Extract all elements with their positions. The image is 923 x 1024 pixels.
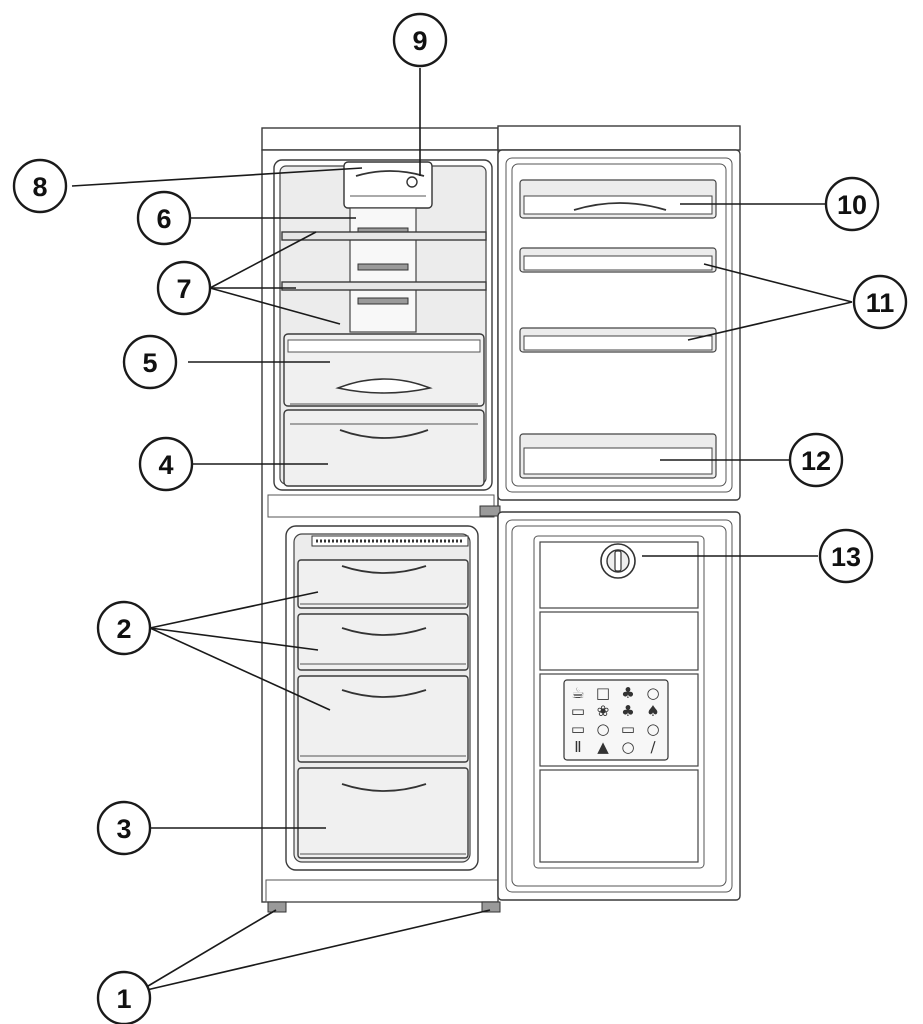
callout-10: 10	[824, 176, 880, 232]
food-pictogram-icon: ○	[621, 738, 634, 756]
fridge-compartment	[273, 159, 493, 491]
food-pictogram-icon: ♣	[621, 702, 634, 720]
callout-number-1: 1	[116, 984, 131, 1014]
food-pictogram-icon: ☕	[571, 684, 584, 702]
food-pictogram-icon: ○	[646, 684, 659, 702]
door-balcony-bottle	[519, 433, 717, 479]
callout-number-13: 13	[831, 542, 861, 572]
food-pictogram-icon: ♣	[621, 684, 634, 702]
freezer-drawer-1	[297, 559, 469, 609]
callout-8: 8	[12, 158, 68, 214]
callout-number-10: 10	[837, 190, 867, 220]
callout-1: 1	[96, 970, 152, 1024]
food-pictogram-icon: ▭	[621, 720, 635, 738]
fridge-door	[497, 125, 741, 501]
glass-shelves	[281, 231, 487, 291]
door-balcony-middle-2	[519, 327, 717, 353]
callout-5: 5	[122, 334, 178, 390]
callout-circle-4	[138, 436, 194, 492]
callout-circle-11	[852, 274, 908, 330]
callout-circle-13	[818, 528, 874, 584]
callout-number-11: 11	[866, 288, 895, 318]
callout-circle-7	[156, 260, 212, 316]
callout-11: 11	[852, 274, 908, 330]
leader-1a	[137, 909, 277, 993]
leader-8	[71, 167, 363, 187]
callout-12: 12	[788, 432, 844, 488]
food-pictogram-icon: ❀	[597, 702, 610, 720]
callout-number-8: 8	[32, 172, 47, 202]
food-pictogram-icon: ∕	[650, 738, 656, 756]
callout-6: 6	[136, 190, 192, 246]
light-switch	[406, 176, 418, 188]
freezer-drawer-3	[297, 675, 469, 763]
callout-9: 9	[392, 12, 448, 68]
callout-number-4: 4	[158, 450, 173, 480]
callout-number-7: 7	[176, 274, 191, 304]
door-balcony-middle-1	[519, 247, 717, 273]
food-pictogram-icon: ▭	[571, 702, 585, 720]
food-pictogram-icon: ○	[646, 720, 659, 738]
food-pictogram-icon: ♠	[646, 702, 659, 720]
callout-circle-10	[824, 176, 880, 232]
leader-7c	[209, 287, 341, 325]
freezer-compartment	[285, 525, 479, 871]
freezer-door-panel-4	[539, 769, 699, 863]
foot-left	[267, 901, 287, 913]
callout-number-3: 3	[116, 814, 131, 844]
middle-hinge	[479, 505, 501, 517]
callout-circle-5	[122, 334, 178, 390]
leader-2a	[149, 591, 319, 629]
leader-2c	[149, 627, 331, 711]
food-pictogram-icon: □	[596, 684, 610, 702]
callout-circle-3	[96, 800, 152, 856]
callout-circle-6	[136, 190, 192, 246]
food-pictogram-icon: ○	[596, 720, 609, 738]
callout-circle-12	[788, 432, 844, 488]
freezer-door: ☕□♣○▭❀♣♠▭○▭○Ⅱ▲○∕	[497, 511, 741, 901]
ice-knob	[600, 543, 636, 579]
callout-circle-8	[12, 158, 68, 214]
food-pictogram-icon: Ⅱ	[574, 738, 581, 756]
leader-1b	[137, 909, 491, 993]
leader-lines	[71, 68, 853, 993]
callout-7: 7	[156, 260, 212, 316]
food-pictogram-icon: ▭	[571, 720, 585, 738]
callout-3: 3	[96, 800, 152, 856]
callout-13: 13	[818, 528, 874, 584]
callout-circle-9	[392, 12, 448, 68]
leader-11a	[703, 263, 853, 303]
light-unit	[343, 161, 433, 209]
callout-circle-1	[96, 970, 152, 1024]
freezer-drawer-2	[297, 613, 469, 671]
callout-2: 2	[96, 600, 152, 656]
foot-right	[481, 901, 501, 913]
callout-circle-2	[96, 600, 152, 656]
fan-channel	[349, 207, 417, 333]
door-balcony-top	[519, 179, 717, 219]
callout-number-9: 9	[412, 26, 427, 56]
food-pictogram-icon: ▲	[597, 738, 609, 756]
crisper-drawer-upper	[283, 333, 485, 407]
glass-shelf-lower	[281, 281, 487, 291]
callout-number-5: 5	[142, 348, 157, 378]
leader-2b	[149, 627, 319, 651]
callout-number-2: 2	[116, 614, 131, 644]
food-icon-grid: ☕□♣○▭❀♣♠▭○▭○Ⅱ▲○∕	[571, 684, 660, 756]
freezer-drawer-bottom	[297, 767, 469, 859]
callout-number-12: 12	[801, 446, 831, 476]
callout-number-6: 6	[156, 204, 171, 234]
leader-11b	[687, 301, 853, 341]
crisper-drawer-lower	[283, 409, 485, 487]
freezer-door-panel-2	[539, 611, 699, 671]
leader-7a	[209, 231, 317, 289]
glass-shelf-upper	[281, 231, 487, 241]
callout-4: 4	[138, 436, 194, 492]
food-icon-chart: ☕□♣○▭❀♣♠▭○▭○Ⅱ▲○∕	[563, 679, 669, 761]
